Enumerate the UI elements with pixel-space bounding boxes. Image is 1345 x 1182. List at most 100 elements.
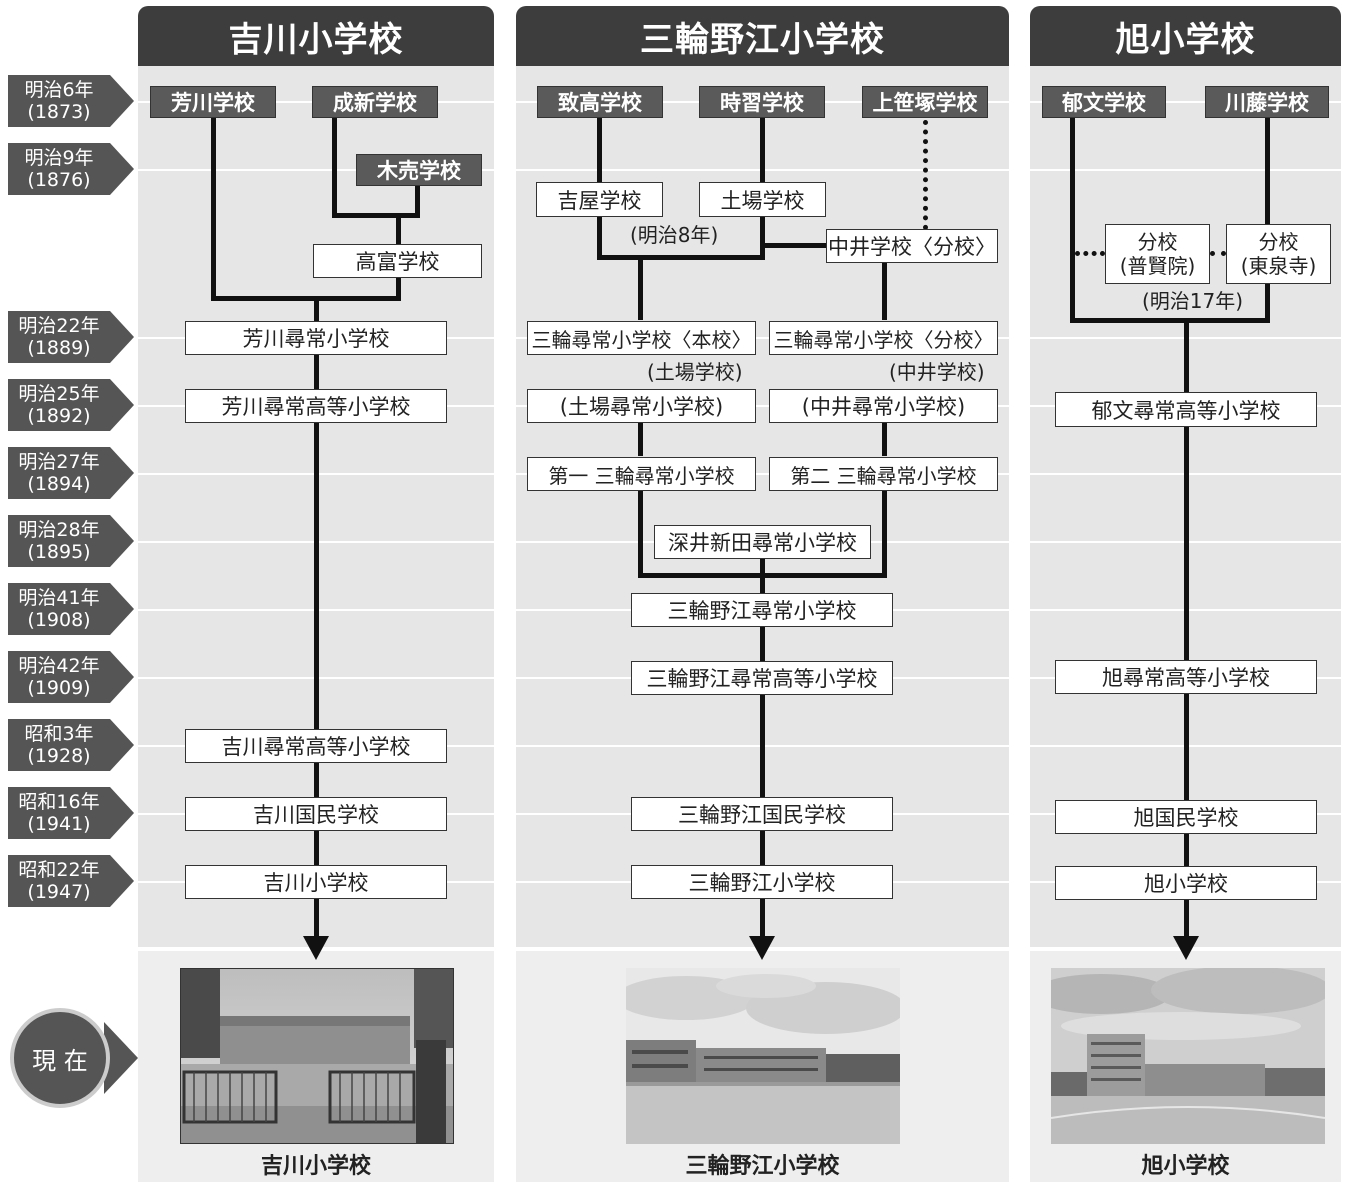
school-dojo: 土場学校 xyxy=(699,182,826,217)
school-1892: 郁文尋常高等小学校 xyxy=(1055,392,1317,427)
connector-line xyxy=(396,216,401,244)
connector-line xyxy=(332,118,337,218)
school-bunko-fugenin: 分校 (普賢院) xyxy=(1105,224,1210,284)
era-label: 明治25年(1892) xyxy=(8,379,110,431)
era-year: (1947) xyxy=(27,881,91,903)
connector-line xyxy=(1070,318,1270,323)
trunk-line xyxy=(760,558,765,936)
note-meiji8: (明治8年) xyxy=(630,223,719,247)
connector-line xyxy=(882,420,887,456)
era-label: 昭和16年(1941) xyxy=(8,787,110,839)
era-label: 昭和3年(1928) xyxy=(8,719,110,771)
school-kiuri: 木売学校 xyxy=(356,154,482,186)
school-chiko: 致高学校 xyxy=(537,86,663,118)
connector-line xyxy=(760,118,765,185)
era-year: (1876) xyxy=(27,169,91,191)
connector-line xyxy=(638,490,643,578)
era-name: 明治22年 xyxy=(18,315,100,337)
era-year: (1894) xyxy=(27,473,91,495)
era-name: 明治27年 xyxy=(18,451,100,473)
era-arrow xyxy=(110,311,134,363)
school-fukai: 深井新田尋常小学校 xyxy=(654,525,871,559)
dotted-connector xyxy=(1210,251,1226,256)
school-1892: 芳川尋常高等小学校 xyxy=(185,389,447,423)
photo-caption-miwanoe: 三輪野江小学校 xyxy=(685,1154,840,1179)
school-1947: 吉川小学校 xyxy=(185,865,447,899)
arrow-down-icon xyxy=(749,936,775,960)
connector-line xyxy=(1070,118,1075,323)
era-name: 明治25年 xyxy=(18,383,100,405)
photo-caption-asahi: 旭小学校 xyxy=(1141,1154,1230,1179)
connector-line xyxy=(882,263,887,320)
school-1947: 三輪野江小学校 xyxy=(631,865,893,899)
era-year: (1941) xyxy=(27,813,91,835)
era-name: 明治28年 xyxy=(18,519,100,541)
bunko-label: 分校 xyxy=(1137,230,1178,254)
school-seishin: 成新学校 xyxy=(312,86,438,118)
connector-line xyxy=(638,258,643,320)
connector-line xyxy=(760,216,765,260)
photo-yoshikawa xyxy=(180,968,454,1144)
school-bunko-tosenji: 分校 (東泉寺) xyxy=(1226,224,1331,284)
trunk-line xyxy=(1184,320,1189,936)
school-takatomi: 高富学校 xyxy=(313,244,482,278)
connector-line xyxy=(597,118,602,185)
school-1947: 旭小学校 xyxy=(1055,866,1317,900)
era-label: 明治41年(1908) xyxy=(8,583,110,635)
era-year: (1908) xyxy=(27,609,91,631)
era-arrow xyxy=(110,583,134,635)
arrow-down-icon xyxy=(1173,936,1199,960)
connector-line xyxy=(211,118,216,301)
connector-line xyxy=(332,213,420,218)
photo-miwanoe xyxy=(626,968,900,1144)
photo-asahi xyxy=(1051,968,1325,1144)
school-1908: 三輪野江尋常小学校 xyxy=(631,593,893,627)
era-year: (1873) xyxy=(27,101,91,123)
school-1889: 芳川尋常小学校 xyxy=(185,321,447,355)
school-1909: 三輪野江尋常高等小学校 xyxy=(631,661,893,695)
era-year: (1892) xyxy=(27,405,91,427)
era-arrow xyxy=(110,447,134,499)
era-arrow xyxy=(110,719,134,771)
era-arrow xyxy=(110,75,134,127)
school-ikubun: 郁文学校 xyxy=(1042,86,1166,118)
school-1928: 吉川尋常高等小学校 xyxy=(185,729,447,763)
era-label: 明治6年(1873) xyxy=(8,75,110,127)
school-yoshiya: 吉屋学校 xyxy=(536,182,663,217)
arrow-down-icon xyxy=(303,936,329,960)
connector-line xyxy=(882,490,887,578)
school-miwa-bunko: 三輪尋常小学校〈分校〉 xyxy=(769,321,998,355)
era-year: (1889) xyxy=(27,337,91,359)
era-label: 明治22年(1889) xyxy=(8,311,110,363)
note-nakai: (中井学校) xyxy=(889,360,985,384)
row-line xyxy=(138,169,1345,171)
bunko-place: (普賢院) xyxy=(1119,254,1196,278)
era-label: 明治28年(1895) xyxy=(8,515,110,567)
school-dojo-jinjo: (土場尋常小学校) xyxy=(527,389,756,423)
era-arrow xyxy=(110,379,134,431)
era-arrow xyxy=(110,515,134,567)
era-name: 明治9年 xyxy=(24,147,94,169)
school-nakai-bunko: 中井学校〈分校〉 xyxy=(826,229,998,263)
connector-line xyxy=(597,255,765,260)
era-name: 明治6年 xyxy=(24,79,94,101)
connector-line xyxy=(396,278,401,301)
row-line xyxy=(138,745,1345,747)
school-1941: 旭国民学校 xyxy=(1055,800,1317,834)
era-name: 昭和3年 xyxy=(24,723,94,745)
era-year: (1895) xyxy=(27,541,91,563)
era-arrow xyxy=(110,143,134,195)
era-arrow xyxy=(110,855,134,907)
column-title-miwanoe: 三輪野江小学校 xyxy=(516,6,1009,66)
connector-line xyxy=(638,420,643,456)
connector-line xyxy=(211,296,401,301)
connector-line xyxy=(597,216,602,260)
era-name: 明治42年 xyxy=(18,655,100,677)
school-nakai-jinjo: (中井尋常小学校) xyxy=(769,389,998,423)
era-label: 昭和22年(1947) xyxy=(8,855,110,907)
era-arrow xyxy=(110,787,134,839)
dotted-connector xyxy=(923,120,928,230)
trunk-line xyxy=(314,296,319,936)
era-arrow xyxy=(110,651,134,703)
school-1941: 吉川国民学校 xyxy=(185,797,447,831)
